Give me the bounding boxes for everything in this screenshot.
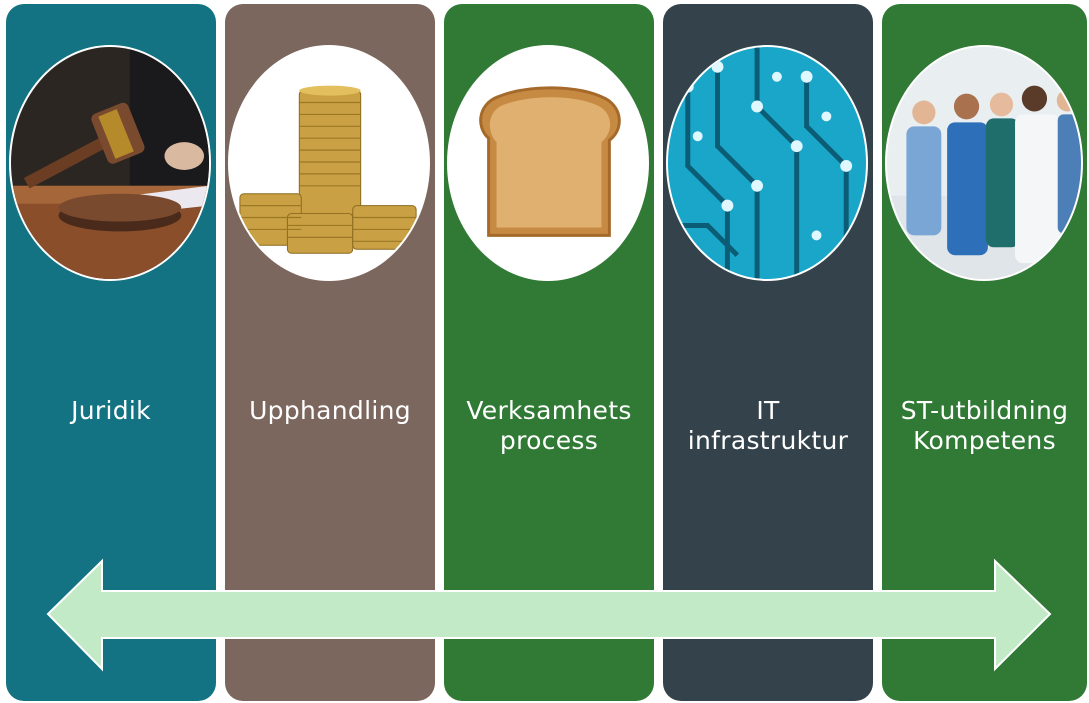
label-upphandling: Upphandling [249, 396, 411, 425]
column-juridik: Juridik [6, 4, 216, 701]
column-upphandling: Upphandling [225, 4, 435, 701]
gavel-photo-icon [9, 45, 211, 281]
column-verksamhetsprocess: Verksamhets process [444, 4, 654, 701]
label-st-utbildning: ST-utbildning Kompetens [900, 396, 1069, 455]
toast-photo-icon [447, 45, 649, 281]
label-verksamhetsprocess: Verksamhets process [466, 396, 632, 455]
label-juridik: Juridik [71, 396, 151, 425]
circuit-board-photo-icon [666, 45, 868, 281]
coins-photo-icon [228, 45, 430, 281]
label-it-infrastruktur: IT infrastruktur [687, 396, 849, 455]
medical-staff-photo-icon [885, 45, 1083, 281]
column-it-infrastruktur: IT infrastruktur [663, 4, 873, 701]
column-st-utbildning: ST-utbildning Kompetens [882, 4, 1087, 701]
